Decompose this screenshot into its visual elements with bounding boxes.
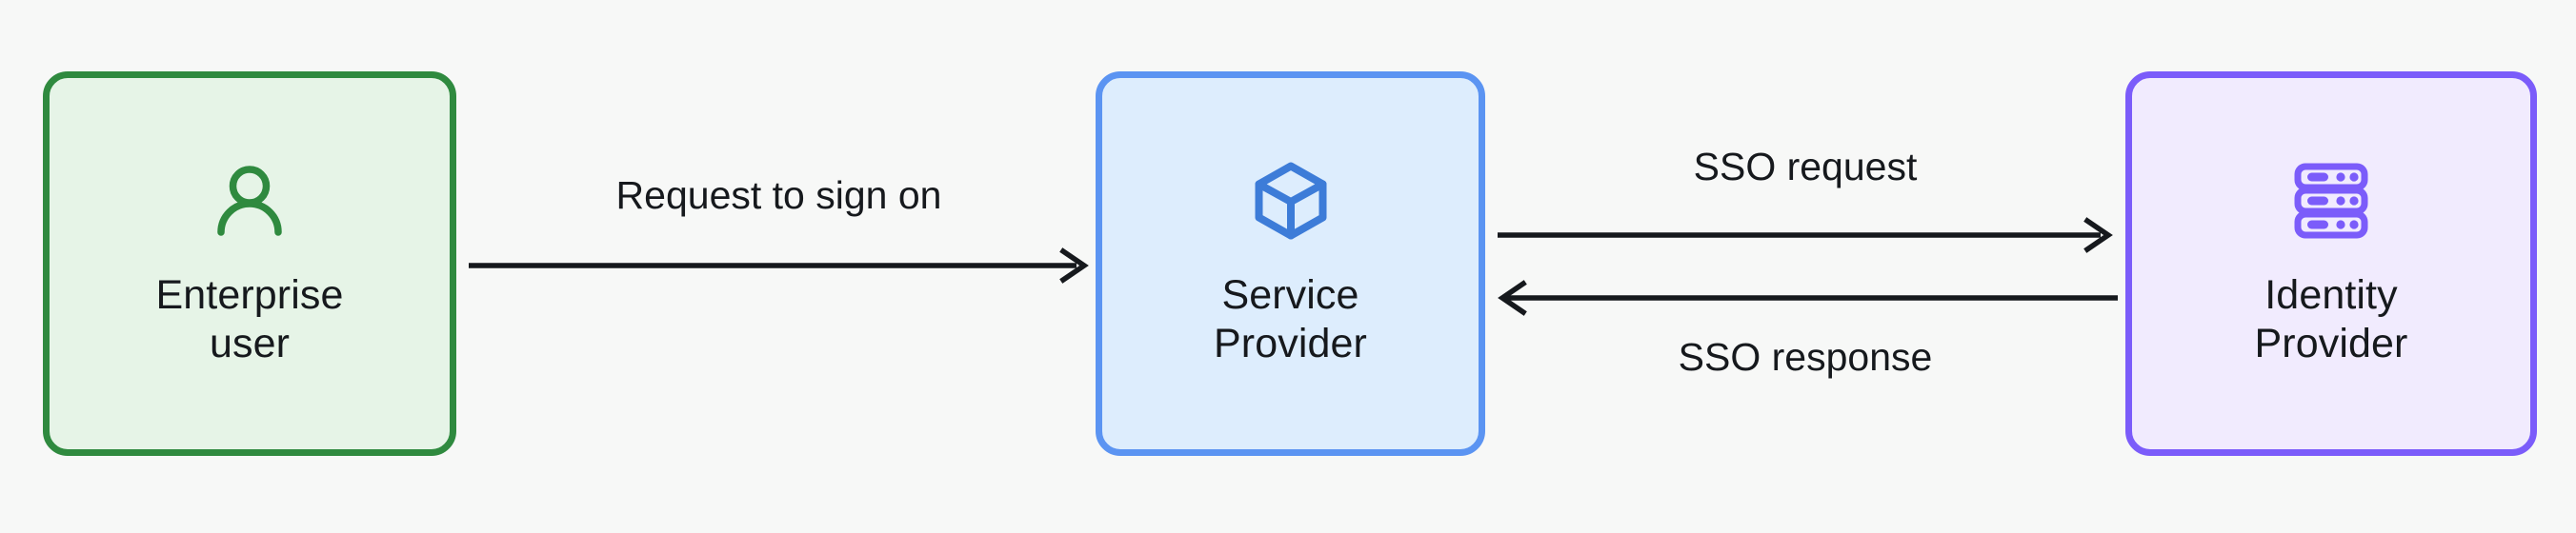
- server-rack-icon: [2290, 160, 2372, 247]
- edge-label-request-to-sign-on: Request to sign on: [615, 173, 942, 217]
- node-service-provider-label: Service Provider: [1214, 271, 1367, 366]
- cube-icon: [1250, 160, 1332, 247]
- node-enterprise-user-label: Enterprise user: [155, 271, 344, 366]
- edge-arrow-request-to-sign-on: [469, 247, 1089, 284]
- person-icon: [209, 160, 291, 247]
- edge-label-sso-request: SSO request: [1693, 145, 1918, 188]
- node-identity-provider-label: Identity Provider: [2254, 271, 2408, 366]
- edge-arrow-sso-response: [1498, 280, 2118, 316]
- edge-arrow-sso-request: [1498, 217, 2113, 253]
- node-service-provider[interactable]: Service Provider: [1096, 71, 1485, 456]
- edge-label-sso-response: SSO response: [1678, 335, 1933, 379]
- node-identity-provider[interactable]: Identity Provider: [2125, 71, 2537, 456]
- node-enterprise-user[interactable]: Enterprise user: [43, 71, 456, 456]
